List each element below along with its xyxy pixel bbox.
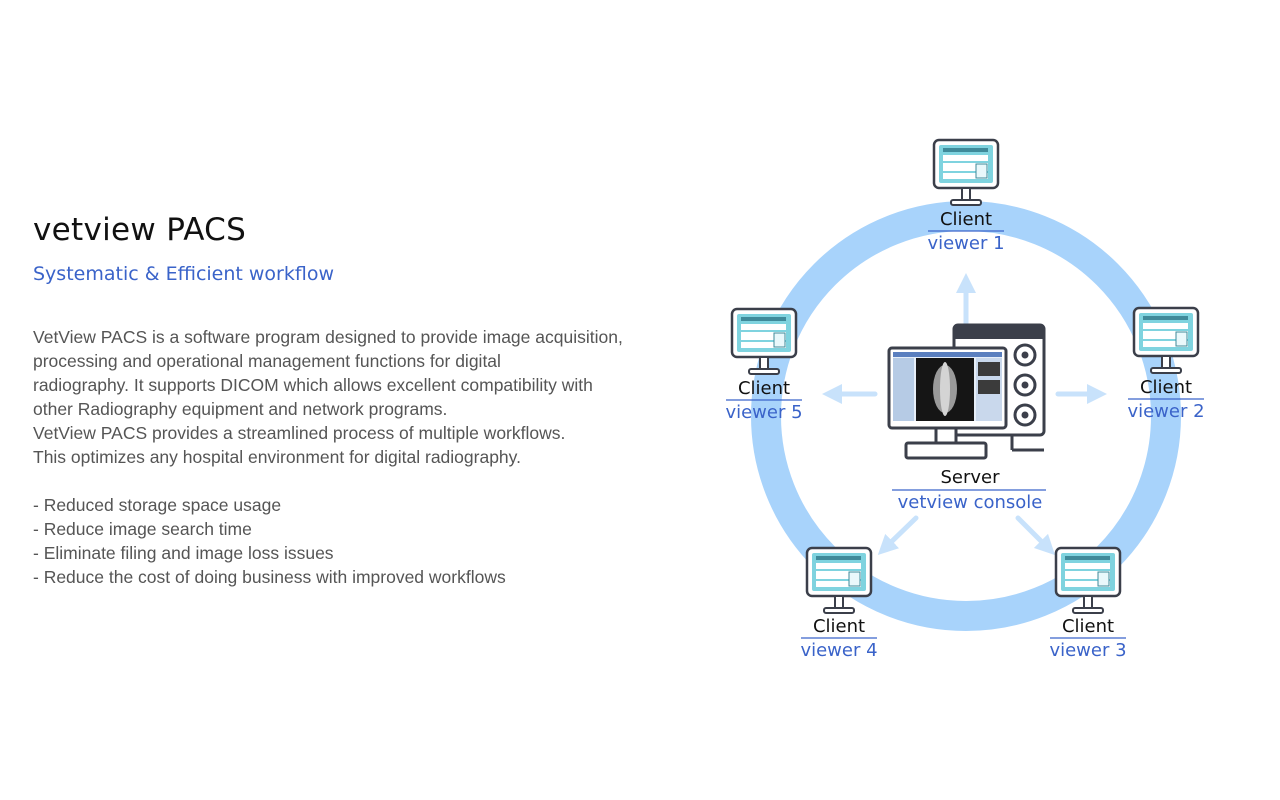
client-label-title: Client [1062,616,1114,637]
monitor-icon [932,138,1000,207]
description-line: processing and operational management fu… [33,351,501,371]
description-line: other Radiography equipment and network … [33,399,448,419]
list-item: - Eliminate filing and image loss issues [33,543,334,563]
server-label-name: vetview console [898,492,1043,513]
benefits-list: - Reduced storage space usage - Reduce i… [33,493,506,589]
description-line: This optimizes any hospital environment … [33,447,521,467]
client-label-name: viewer 4 [800,640,877,661]
client-label-name: viewer 2 [1127,401,1204,422]
server-workstation-icon [887,323,1046,460]
client-label-4: Client viewer 4 [800,616,877,661]
client-label-name: viewer 5 [725,402,802,423]
page-title: vetview PACS [33,212,247,248]
network-ring [751,201,1181,631]
client-label-title: Client [1140,377,1192,398]
description-line: VetView PACS provides a streamlined proc… [33,423,566,443]
client-label-title: Client [738,378,790,399]
arrow-down-left [877,515,919,555]
client-label-title: Client [940,209,992,230]
client-label-3: Client viewer 3 [1049,616,1126,661]
description-line: VetView PACS is a software program desig… [33,327,623,347]
list-item: - Reduce the cost of doing business with… [33,567,506,587]
client-label-5: Client viewer 5 [725,378,802,423]
connection-arrows [822,273,1107,556]
server-label: Server vetview console [892,467,1046,513]
server-label-title: Server [940,467,1000,488]
arrow-down-right [1015,515,1056,556]
client-label-title: Client [813,616,865,637]
list-item: - Reduce image search time [33,519,252,539]
page-subtitle: Systematic & Efficient workflow [33,263,334,285]
client-label-1: Client viewer 1 [927,209,1004,254]
client-label-name: viewer 3 [1049,640,1126,661]
description: VetView PACS is a software program desig… [33,325,693,469]
client-label-2: Client viewer 2 [1127,377,1204,422]
description-line: radiography. It supports DICOM which all… [33,375,593,395]
client-label-name: viewer 1 [927,233,1004,254]
list-item: - Reduced storage space usage [33,495,282,515]
network-diagram: Server vetview console Client viewer 1 C… [725,138,1205,661]
